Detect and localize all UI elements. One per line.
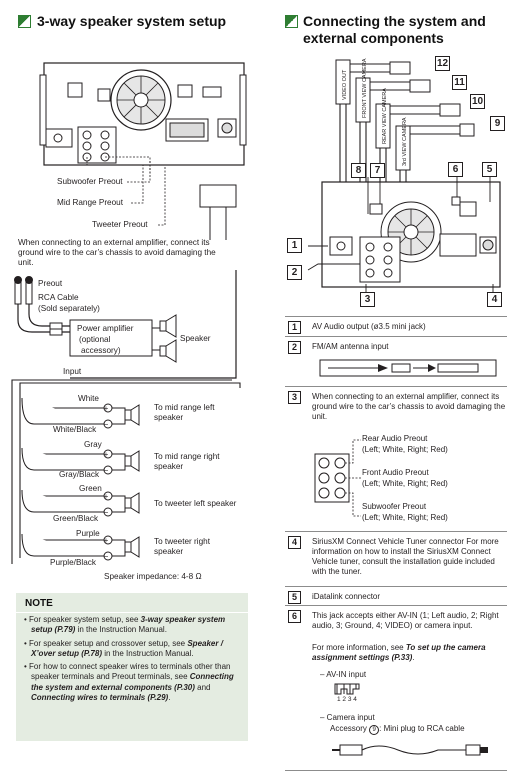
camera-input-label: – Camera input xyxy=(320,713,375,722)
amp-ground-note: When connecting to an external amplifier… xyxy=(18,238,216,267)
wire-green-label: Green xyxy=(79,484,102,493)
mini-plug-rca-cable-icon xyxy=(332,744,488,756)
callout-8: 8 xyxy=(351,163,366,178)
right-title-line2: external components xyxy=(303,30,444,46)
svg-text:+: + xyxy=(104,450,109,459)
preout-jacks-icon xyxy=(314,439,361,517)
callout-12: 12 xyxy=(435,56,450,71)
midrange-preout-label: Mid Range Preout xyxy=(57,198,123,207)
front-preout-sub: (Left; White, Right; Red) xyxy=(362,479,448,488)
wire-green-black-label: Green/Black xyxy=(53,514,99,523)
note-item-2: • For speaker setup and crossover setup,… xyxy=(24,638,223,658)
impedance-label: Speaker impedance: 4-8 Ω xyxy=(104,572,202,581)
row-text-5: iDatalink connector xyxy=(312,592,381,601)
callout-3: 3 xyxy=(360,292,375,307)
accessory-line: Accessory 9: Mini plug to RCA cable xyxy=(330,724,465,735)
antenna-plug-icon xyxy=(319,359,497,377)
amplifier-diagram xyxy=(14,270,237,379)
note-link-connecting-wires[interactable]: Connecting wires to terminals (P.29) xyxy=(31,693,169,703)
front-preout-label: Front Audio Preout xyxy=(362,468,429,477)
note-title: NOTE xyxy=(25,598,53,609)
row-text-4: SiriusXM Connect Vehicle Tuner connector… xyxy=(312,537,499,576)
accessory-label: accessory) xyxy=(81,346,121,355)
callout-9: 9 xyxy=(490,116,505,131)
callout-10: 10 xyxy=(470,94,485,109)
svg-text:+: + xyxy=(104,536,109,545)
input-label: Input xyxy=(63,367,82,376)
section-marker-icon xyxy=(285,15,298,28)
camera-assignment-link[interactable]: To set up the camera assignment settings… xyxy=(312,643,486,662)
note-box: NOTE • For speaker system setup, see 3-w… xyxy=(16,593,248,741)
row-text-6b: For more information, see To set up the … xyxy=(312,643,486,662)
callout-7: 7 xyxy=(370,163,385,178)
subwoofer-preout-label: Subwoofer Preout xyxy=(362,502,427,511)
row-text-1: AV Audio output (ø3.5 mini jack) xyxy=(312,322,426,331)
note-link-speaker-xover[interactable]: Speaker / X’over setup (P.78) xyxy=(31,638,223,658)
row-text-6a: This jack accepts either AV-IN (1; Left … xyxy=(312,611,499,630)
wire-green-target: To tweeter left speaker xyxy=(154,499,237,508)
note-link-connecting-system[interactable]: Connecting the system and external compo… xyxy=(31,672,234,692)
subwoofer-preout-label: Subwoofer Preout xyxy=(57,177,123,186)
preout-leader-lines xyxy=(127,160,237,240)
rear-preout-sub: (Left; White, Right; Red) xyxy=(362,445,448,454)
callout-11: 11 xyxy=(452,75,467,90)
section-marker-icon xyxy=(18,15,31,28)
row-num-1: 1 xyxy=(288,321,301,334)
video-out-label: VIDEO OUT xyxy=(342,69,348,100)
left-title: 3-way speaker system setup xyxy=(37,13,227,29)
row-num-5: 5 xyxy=(288,591,301,604)
head-unit-rear-diagram xyxy=(39,62,247,175)
preout-label: Preout xyxy=(38,279,63,288)
wire-purple-label: Purple xyxy=(76,529,100,538)
svg-text:−: − xyxy=(104,508,109,517)
optional-label: (optional xyxy=(79,335,111,344)
wire-white-label: White xyxy=(78,394,99,403)
power-amp-label: Power amplifier xyxy=(77,324,134,333)
svg-text:+: + xyxy=(104,404,109,413)
svg-text:−: − xyxy=(104,552,109,561)
row-num-3: 3 xyxy=(288,391,301,404)
subwoofer-preout-sub: (Left; White, Right; Red) xyxy=(362,513,448,522)
svg-text:−: − xyxy=(104,466,109,475)
wire-white-target: To mid range left speaker xyxy=(154,403,215,422)
right-title-line1: Connecting the system and xyxy=(303,13,486,29)
speaker-label: Speaker xyxy=(180,334,211,343)
note-link-3way[interactable]: 3-way speaker system setup (P.79) xyxy=(31,615,226,635)
rear-preout-label: Rear Audio Preout xyxy=(362,434,428,443)
speaker-wire-diagram: + − + − + − + − xyxy=(11,379,241,564)
rear-view-camera-label: REAR VIEW CAMERA xyxy=(382,88,388,144)
avin-pin-numbers: 1 2 3 4 xyxy=(337,696,357,703)
callout-5: 5 xyxy=(482,162,497,177)
row-num-2: 2 xyxy=(288,341,301,354)
wire-purple-target: To tweeter right speaker xyxy=(154,537,210,556)
svg-text:+: + xyxy=(104,492,109,501)
row-text-2: FM/AM antenna input xyxy=(312,342,389,351)
svg-text:−: − xyxy=(104,420,109,429)
third-view-camera-label: 3rd VIEW CAMERA xyxy=(402,117,408,166)
note-item-3: • For how to connect speaker wires to te… xyxy=(24,662,234,703)
system-connection-diagram: VIDEO OUT FRONT VIEW CAMERA REAR VIEW CA… xyxy=(307,58,501,298)
sold-separately-label: (Sold separately) xyxy=(38,304,100,313)
callout-6: 6 xyxy=(448,162,463,177)
rca-cable-label: RCA Cable xyxy=(38,293,79,302)
row-num-4: 4 xyxy=(288,536,301,549)
front-view-camera-label: FRONT VIEW CAMERA xyxy=(362,58,368,118)
tweeter-preout-label: Tweeter Preout xyxy=(92,220,148,229)
row-text-3: When connecting to an external amplifier… xyxy=(312,392,506,421)
callout-4: 4 xyxy=(487,292,502,307)
callout-2: 2 xyxy=(287,265,302,280)
wire-white-black-label: White/Black xyxy=(53,425,97,434)
wire-purple-black-label: Purple/Black xyxy=(50,558,96,567)
wire-gray-label: Gray xyxy=(84,440,102,449)
avin-label: – AV-IN input xyxy=(320,670,367,679)
wire-gray-target: To mid range right speaker xyxy=(154,452,220,471)
note-item-1: • For speaker system setup, see 3-way sp… xyxy=(24,615,226,635)
avin-plug-icon xyxy=(334,683,360,695)
row-num-6: 6 xyxy=(288,610,301,623)
callout-1: 1 xyxy=(287,238,302,253)
wire-gray-black-label: Gray/Black xyxy=(59,470,100,479)
